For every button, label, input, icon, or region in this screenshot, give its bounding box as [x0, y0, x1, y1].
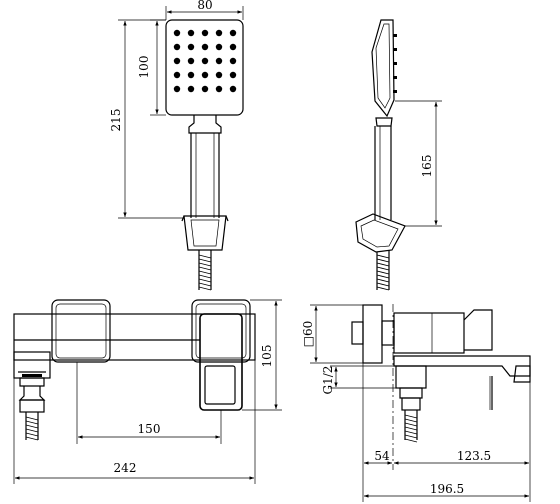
nozzle	[229, 29, 237, 37]
dim-mixer-total: 242	[13, 360, 256, 484]
mixer-side-view: □60 G1/2 54 123.5 196.5	[301, 304, 531, 502]
left-inlet-connector	[13, 351, 51, 441]
dim-side-total-value: 196.5	[430, 482, 464, 496]
dim-inlet-axis: 54	[362, 363, 393, 470]
shower-handle	[190, 133, 220, 218]
dim-head-height: 100	[137, 19, 166, 116]
nozzle	[201, 29, 209, 37]
mixer-body-side	[393, 312, 465, 354]
lower-inlet-side	[395, 365, 427, 443]
nozzle	[229, 57, 237, 65]
side-nozzle	[393, 76, 397, 79]
side-nozzle	[393, 34, 397, 37]
nozzle	[215, 71, 223, 79]
dim-side-total: 196.5	[362, 470, 531, 502]
nozzle	[229, 85, 237, 93]
dim-escutcheon: □60	[301, 304, 363, 364]
nozzle	[201, 57, 209, 65]
inlet-nut	[351, 321, 364, 345]
dim-outlet-spacing-value: 150	[138, 422, 161, 436]
nozzle	[215, 29, 223, 37]
nozzle	[229, 43, 237, 51]
dim-inlet-thread-value: G1/2	[321, 366, 335, 395]
nozzle	[201, 85, 209, 93]
nozzle	[187, 57, 195, 65]
nozzle	[215, 57, 223, 65]
shower-holder-side	[355, 213, 406, 253]
nozzle	[187, 43, 195, 51]
shower-head-neck	[188, 115, 222, 134]
nozzle	[201, 43, 209, 51]
dim-axis-spout-value: 123.5	[457, 449, 491, 463]
nozzle	[173, 71, 181, 79]
nozzle	[173, 29, 181, 37]
dim-handset-length-value: 215	[109, 109, 123, 132]
dim-head-width: 80	[165, 0, 244, 20]
shower-head-front	[165, 19, 244, 116]
dim-inlet-thread: G1/2	[321, 366, 396, 395]
wall-plate	[362, 304, 383, 364]
right-escutcheon	[191, 299, 251, 363]
shower-hose-front	[198, 250, 212, 291]
side-nozzle	[393, 90, 397, 93]
dim-inlet-axis-value: 54	[374, 449, 390, 463]
lever-handle-side	[463, 309, 493, 351]
handshower-front-view: 80 100 215	[109, 0, 244, 291]
mixer-body	[13, 313, 256, 361]
dim-head-width-value: 80	[197, 0, 212, 12]
dim-escutcheon-value: □60	[301, 321, 315, 348]
shower-head-side	[371, 19, 395, 118]
dim-side-handle: 165	[395, 100, 442, 227]
nozzle	[229, 71, 237, 79]
shower-handle-side	[374, 126, 392, 220]
shower-holder-bracket	[183, 215, 227, 251]
dim-mixer-total-value: 242	[114, 461, 137, 475]
nozzle	[215, 85, 223, 93]
dim-mixer-depth-value: 105	[260, 345, 274, 368]
nozzle-grid	[173, 29, 237, 93]
left-escutcheon	[51, 299, 111, 363]
dim-handset-length: 215	[109, 19, 184, 219]
dim-mixer-depth: 105	[242, 299, 282, 411]
nozzle	[173, 57, 181, 65]
dim-head-height-value: 100	[137, 56, 151, 79]
nozzle	[187, 29, 195, 37]
nozzle	[187, 71, 195, 79]
side-nozzle	[393, 48, 397, 51]
mixer-front-view: 105 150 242	[13, 299, 282, 484]
nozzle	[173, 43, 181, 51]
nozzle	[173, 85, 181, 93]
side-nozzle	[393, 62, 397, 65]
nozzle	[215, 43, 223, 51]
nozzle	[187, 85, 195, 93]
handshower-side-view: 165	[355, 19, 442, 291]
dim-axis-spout: 123.5	[393, 382, 531, 470]
dim-outlet-spacing: 150	[76, 362, 222, 444]
nozzle	[201, 71, 209, 79]
dim-side-handle-value: 165	[420, 155, 434, 178]
